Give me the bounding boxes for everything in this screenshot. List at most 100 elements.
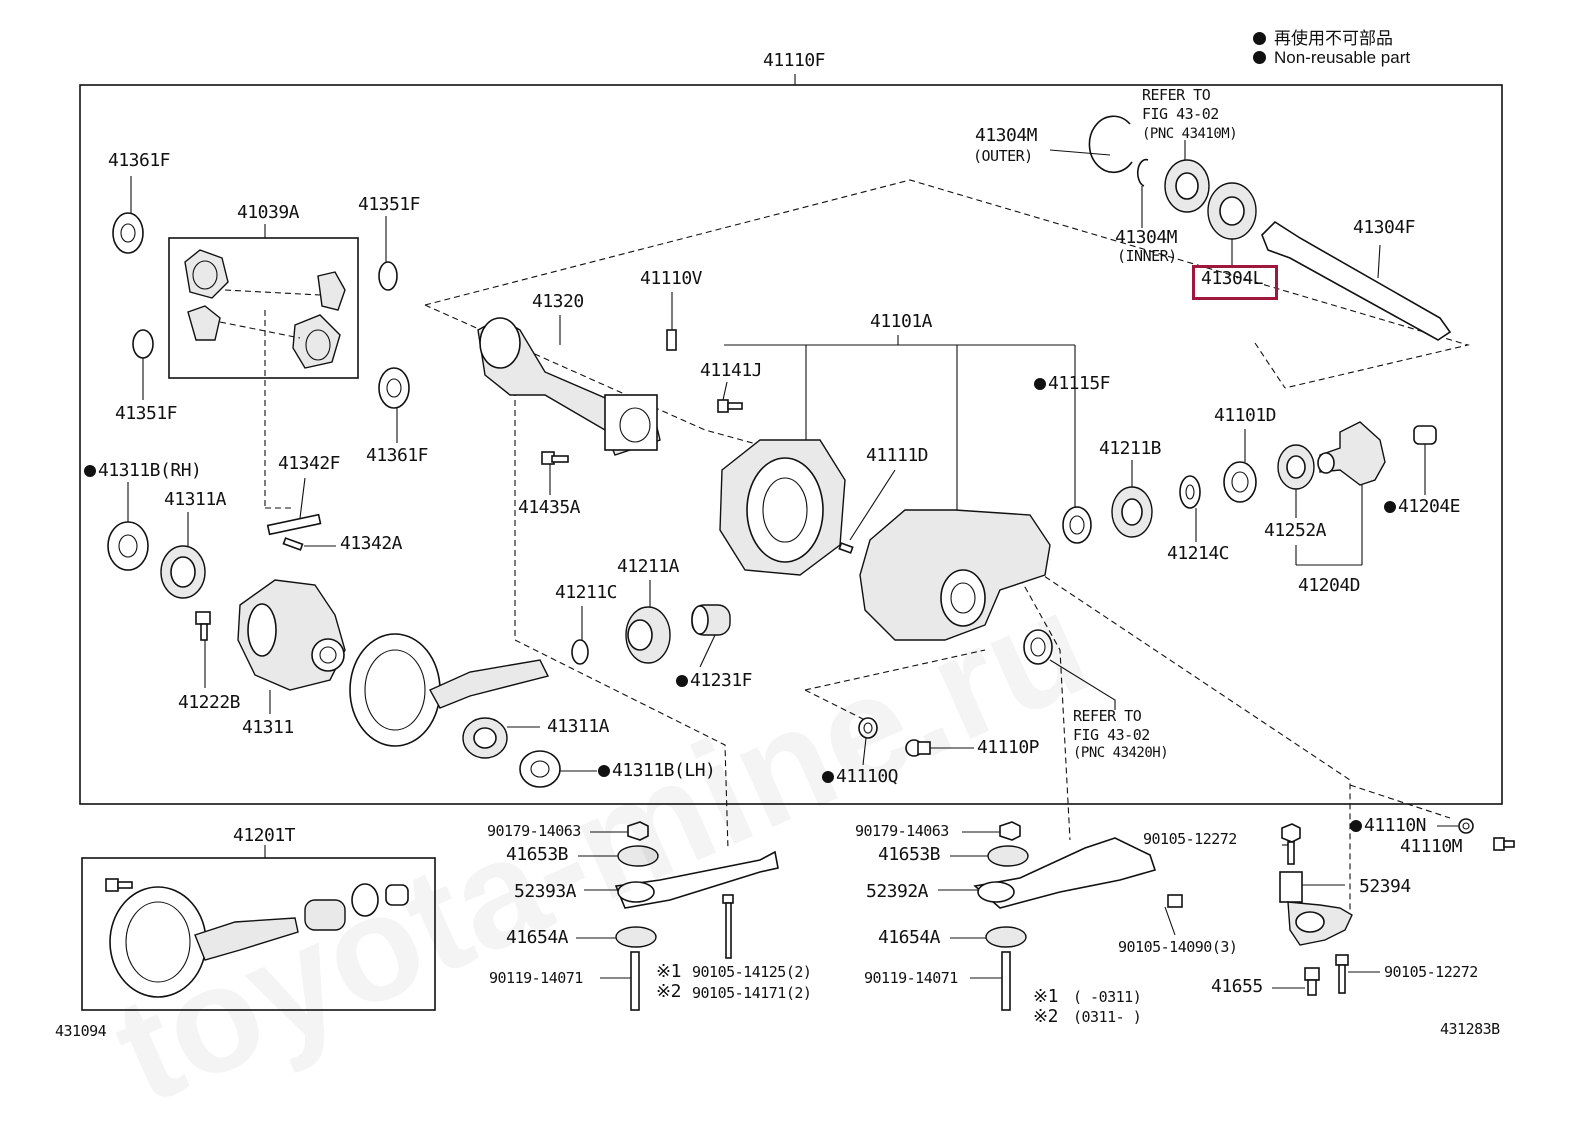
refer-bot-line3[interactable]: (PNC 43420H) — [1073, 745, 1169, 761]
differential-case-41311 — [237, 579, 346, 714]
bolt-41222B — [195, 611, 211, 688]
pin-41342A — [282, 537, 336, 551]
legend-japanese-text: 再使用不可部品 — [1274, 29, 1393, 48]
label-41211A[interactable]: 41211A — [617, 556, 680, 577]
seal-refer-43420H — [1023, 629, 1116, 710]
label-41311B-rh[interactable]: 41311B(RH) — [84, 460, 202, 481]
label-90105-14171[interactable]: 90105-14171(2) — [692, 984, 812, 1002]
non-reusable-dot-icon — [598, 765, 610, 777]
label-41231F[interactable]: 41231F — [676, 672, 753, 690]
pinion-gear-kit-41039A — [168, 224, 359, 379]
non-reusable-dot-icon — [1253, 32, 1266, 45]
label-90105-12272-bottom[interactable]: 90105-12272 — [1384, 963, 1478, 981]
non-reusable-dot-icon — [1253, 51, 1266, 64]
label-41110N-text: 41110N — [1364, 815, 1427, 836]
label-inner-note: (INNER) — [1117, 247, 1177, 265]
label-41101D[interactable]: 41101D — [1214, 405, 1277, 426]
nut-41204E — [1413, 425, 1437, 495]
label-41311A-left[interactable]: 41311A — [164, 489, 227, 510]
label-41653B-left[interactable]: 41653B — [506, 844, 569, 865]
note-mark-2-right: ※2 — [1033, 1006, 1058, 1027]
label-41311B-lh[interactable]: 41311B(LH) — [598, 760, 716, 781]
bolt-41141J — [717, 381, 743, 413]
snap-ring-41304M-outer — [1049, 115, 1133, 174]
label-41304M-inner[interactable]: 41304M — [1115, 227, 1178, 248]
label-41204D[interactable]: 41204D — [1298, 575, 1361, 596]
label-41435A[interactable]: 41435A — [518, 497, 581, 518]
label-41204E[interactable]: 41204E — [1384, 498, 1461, 516]
label-41110P[interactable]: 41110P — [977, 737, 1040, 758]
label-41320[interactable]: 41320 — [532, 291, 584, 312]
carrier-housing-41101A — [719, 335, 1076, 641]
plug-41110P — [905, 739, 974, 757]
label-41115F[interactable]: 41115F — [1034, 375, 1111, 393]
thrust-washer-41351F-right — [378, 216, 398, 291]
bearing-41311A-left — [160, 512, 206, 599]
label-41222B[interactable]: 41222B — [178, 692, 241, 713]
label-41311B-lh-text: 41311B(LH) — [612, 760, 716, 781]
label-41351F-left[interactable]: 41351F — [115, 403, 178, 424]
refer-bot-line1: REFER TO — [1073, 707, 1142, 725]
label-90105-14090[interactable]: 90105-14090(3) — [1118, 938, 1238, 956]
legend-english: Non-reusable part — [1253, 48, 1410, 68]
label-41304M-outer[interactable]: 41304M — [975, 125, 1038, 146]
bearing-41211B — [1111, 460, 1153, 538]
non-reusable-dot-icon — [1034, 378, 1046, 390]
label-90179-14063-right[interactable]: 90179-14063 — [855, 822, 949, 840]
diagram-code-left: 431094 — [55, 1022, 107, 1040]
label-41361F-top[interactable]: 41361F — [108, 150, 171, 171]
label-90119-14071-right[interactable]: 90119-14071 — [864, 969, 958, 987]
highlight-box-41304L — [1192, 265, 1278, 300]
label-41039A[interactable]: 41039A — [237, 202, 300, 223]
spacer-41231F — [691, 604, 731, 668]
label-41101A[interactable]: 41101A — [870, 311, 933, 332]
label-52394[interactable]: 52394 — [1359, 876, 1411, 897]
oil-seal-41304L — [1207, 182, 1257, 265]
label-41214C[interactable]: 41214C — [1167, 543, 1230, 564]
label-41311A-mid[interactable]: 41311A — [547, 716, 610, 737]
label-90179-14063-left[interactable]: 90179-14063 — [487, 822, 581, 840]
bolt-41435A — [541, 451, 569, 495]
non-reusable-dot-icon — [1384, 501, 1396, 513]
label-41211B[interactable]: 41211B — [1099, 438, 1162, 459]
label-41141J[interactable]: 41141J — [700, 360, 763, 381]
stud-41111D — [838, 469, 896, 554]
note-mark-1-right: ※1 — [1033, 986, 1058, 1007]
kit-frame-41201T — [81, 857, 436, 1011]
label-41342A[interactable]: 41342A — [340, 533, 403, 554]
label-41111D[interactable]: 41111D — [866, 445, 929, 466]
label-41110M[interactable]: 41110M — [1400, 836, 1463, 857]
flange-41204D — [1295, 421, 1386, 566]
label-90105-14125[interactable]: 90105-14125(2) — [692, 963, 812, 981]
label-41655[interactable]: 41655 — [1211, 976, 1263, 997]
label-41654A-right[interactable]: 41654A — [878, 927, 941, 948]
label-90105-12272-top[interactable]: 90105-12272 — [1143, 830, 1237, 848]
label-41653B-right[interactable]: 41653B — [878, 844, 941, 865]
label-41201T[interactable]: 41201T — [233, 825, 296, 846]
ring-pinion-kit-drawing — [105, 878, 409, 998]
label-52392A[interactable]: 52392A — [866, 881, 929, 902]
label-41361F-mid[interactable]: 41361F — [366, 445, 429, 466]
label-41110F[interactable]: 41110F — [763, 50, 826, 71]
label-41342F[interactable]: 41342F — [278, 453, 341, 474]
non-reusable-dot-icon — [1350, 820, 1362, 832]
refer-top-line3[interactable]: (PNC 43410M) — [1142, 126, 1238, 142]
label-90119-14071-left[interactable]: 90119-14071 — [489, 969, 583, 987]
label-52393A[interactable]: 52393A — [514, 881, 577, 902]
note-mark-1-left: ※1 — [656, 961, 681, 982]
label-41110V[interactable]: 41110V — [640, 268, 703, 289]
label-41311B-rh-text: 41311B(RH) — [98, 460, 202, 481]
label-41110N[interactable]: 41110N — [1350, 815, 1427, 836]
label-41311[interactable]: 41311 — [242, 717, 294, 738]
label-41110Q[interactable]: 41110Q — [822, 768, 899, 786]
label-41252A[interactable]: 41252A — [1264, 520, 1327, 541]
label-41304L[interactable]: 41304L — [1201, 268, 1264, 289]
diagram-code-right: 431283B — [1440, 1020, 1500, 1038]
mount-assembly-right — [938, 821, 1183, 1011]
label-41304F[interactable]: 41304F — [1353, 217, 1416, 238]
label-41351F-top[interactable]: 41351F — [358, 194, 421, 215]
label-41654A-left[interactable]: 41654A — [506, 927, 569, 948]
refer-bot-line2: FIG 43-02 — [1073, 726, 1150, 744]
label-41211C[interactable]: 41211C — [555, 582, 618, 603]
pinion-shaft-41342F — [266, 477, 322, 536]
